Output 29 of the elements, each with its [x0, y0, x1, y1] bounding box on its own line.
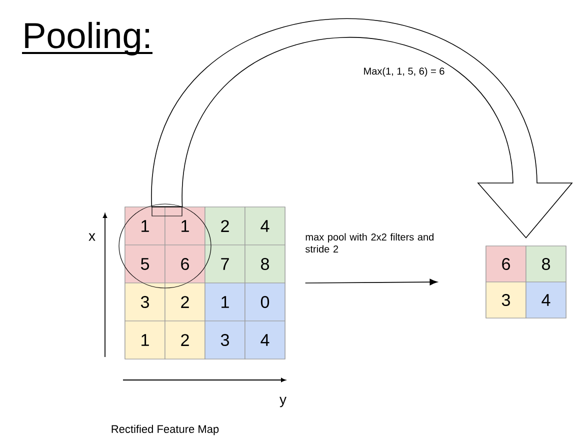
curved-block-arrow: [151, 18, 572, 238]
grid-cell: 0: [244, 282, 286, 322]
caption: Rectified Feature Map: [112, 424, 219, 436]
grid-cell: 1: [204, 282, 246, 322]
grid-cell: 1: [124, 206, 166, 246]
grid-cell: 8: [244, 244, 286, 284]
grid-cell: 3: [124, 282, 166, 322]
formula-text: Max(1, 1, 5, 6) = 6: [364, 67, 444, 77]
grid-cell: 8: [526, 246, 566, 282]
arrow: [304, 278, 438, 286]
window-box: [152, 206, 182, 216]
grid-cell: 1: [124, 320, 166, 360]
grid-cell: 2: [164, 320, 206, 360]
grid-cell: 2: [164, 282, 206, 322]
grid-cell: 7: [204, 244, 246, 284]
grid-cell: 6: [486, 246, 526, 282]
grid-cell: 1: [164, 206, 206, 246]
grid-cell: 4: [526, 282, 566, 318]
axis-label: x: [88, 233, 96, 241]
grid-cell: 3: [486, 282, 526, 318]
grid-cell: 6: [164, 244, 206, 284]
grid-cell: 5: [124, 244, 166, 284]
grid-cell: 4: [244, 206, 286, 246]
title: Pooling:: [22, 22, 152, 56]
grid-cell: 4: [244, 320, 286, 360]
grid-cell: 3: [204, 320, 246, 360]
axis-label: y: [280, 396, 286, 408]
edge-label: max pool with 2x2 filters and stride 2: [305, 233, 434, 253]
grid-cell: 2: [204, 206, 246, 246]
